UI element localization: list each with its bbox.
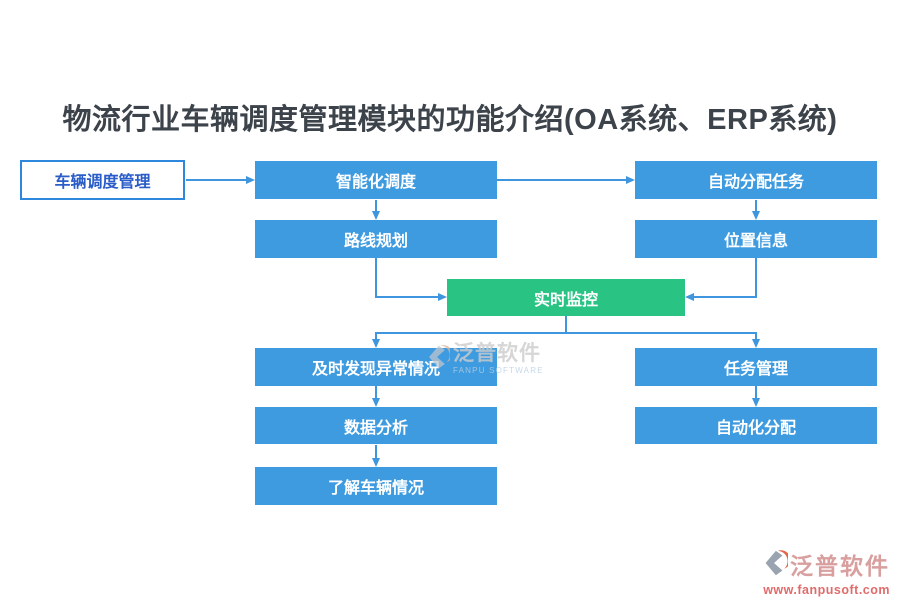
node-vehicle-dispatch-management: 车辆调度管理: [20, 160, 185, 200]
page-title: 物流行业车辆调度管理模块的功能介绍(OA系统、ERP系统): [62, 104, 838, 136]
node-intelligent-dispatch: 智能化调度: [255, 161, 497, 199]
node-label: 路线规划: [343, 233, 408, 250]
node-label: 位置信息: [723, 233, 788, 250]
node-label: 车辆调度管理: [54, 174, 151, 191]
node-route-planning: 路线规划: [255, 220, 497, 258]
footer-website-url: www.fanpusoft.com: [763, 583, 890, 597]
node-label: 数据分析: [343, 419, 408, 437]
node-label: 任务管理: [723, 361, 788, 378]
node-detect-anomalies: 及时发现异常情况: [255, 348, 497, 386]
node-realtime-monitoring: 实时监控: [447, 279, 685, 316]
node-task-management: 任务管理: [635, 348, 877, 386]
node-label: 自动分配任务: [707, 174, 804, 191]
node-label: 智能化调度: [335, 174, 416, 191]
node-label: 实时监控: [533, 291, 598, 309]
node-label: 自动化分配: [715, 419, 796, 437]
node-automated-distribution: 自动化分配: [635, 407, 877, 444]
node-vehicle-status: 了解车辆情况: [255, 467, 497, 505]
footer-brand: 泛普软件: [790, 552, 890, 579]
node-data-analysis: 数据分析: [255, 407, 497, 444]
node-label: 及时发现异常情况: [311, 361, 440, 378]
footer-logo: 泛普软件 www.fanpusoft.com: [760, 548, 890, 597]
node-auto-assign-tasks: 自动分配任务: [635, 161, 877, 199]
node-label: 了解车辆情况: [327, 480, 424, 497]
fanpu-logo-icon: [760, 548, 791, 583]
node-location-info: 位置信息: [635, 220, 877, 258]
